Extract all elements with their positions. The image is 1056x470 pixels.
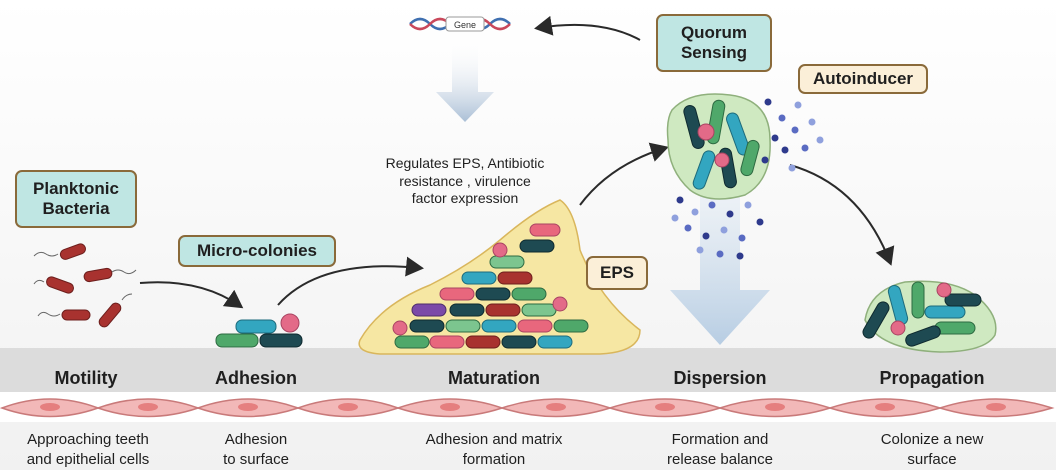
regulation-text: Regulates EPS, Antibiotic resistance , v… [385, 155, 545, 206]
dna-icon [409, 16, 511, 32]
maturation-bacteria [392, 223, 589, 349]
propagation-bacteria [862, 281, 982, 347]
quorum-sensing-label: Quorum Sensing [656, 14, 772, 72]
qs-bacteria [683, 99, 760, 190]
caption-propagation: Colonize a new surface [880, 431, 984, 468]
planktonic-bacteria-label: Planktonic Bacteria [15, 170, 137, 228]
caption-adhesion: Adhesion to surface [223, 431, 289, 468]
stage-label-adhesion: Adhesion [214, 368, 297, 388]
stage-label-motility: Motility [54, 368, 118, 388]
eps-label: EPS [586, 256, 648, 290]
caption-motility: Approaching teeth and epithelial cells [26, 431, 150, 468]
caption-maturation: Adhesion and matrix formation [425, 431, 563, 468]
planktonic-bacteria [33, 243, 137, 328]
autoinducer-label: Autoinducer [798, 64, 928, 94]
stage-label-propagation: Propagation [879, 368, 985, 388]
autoinducer-molecules [671, 98, 824, 260]
caption-dispersion: Formation and release balance [667, 431, 773, 468]
adhesion-colony [215, 313, 303, 348]
gene-label: Gene [454, 20, 476, 30]
stage-label-maturation: Maturation [448, 368, 540, 388]
regulation-arrow [436, 42, 494, 122]
surface-band [0, 348, 1056, 392]
dispersion-arrow [670, 90, 770, 345]
micro-colonies-label: Micro-colonies [178, 235, 336, 267]
stage-label-dispersion: Dispersion [673, 368, 767, 388]
